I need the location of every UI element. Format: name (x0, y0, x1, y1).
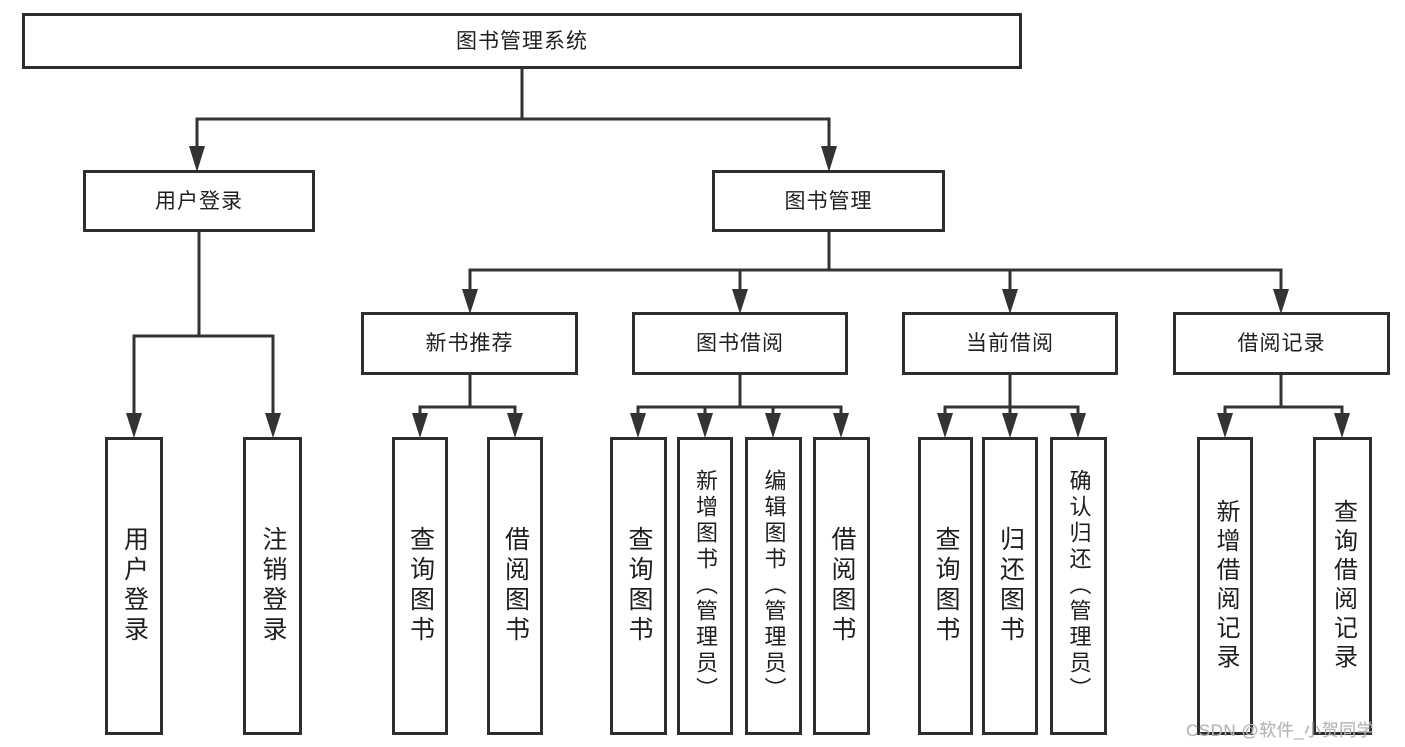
connector-book-borrowing-to-leaves (630, 372, 849, 438)
node-new-book-recommend: 新书推荐 (361, 312, 578, 375)
node-label: 新增借阅记录 (1212, 499, 1239, 673)
connector-book-management-to-level3 (462, 229, 1289, 314)
node-library-management-system: 图书管理系统 (22, 13, 1022, 69)
node-label: 借阅图书 (828, 526, 856, 646)
leaf-borrow-books-recommend: 借阅图书 (487, 437, 543, 735)
leaf-query-borrow-record: 查询借阅记录 (1313, 437, 1372, 735)
connector-borrowing-records-to-leaves (1217, 372, 1350, 438)
node-label: 查询借阅记录 (1329, 499, 1357, 673)
connector-user-login-to-leaves (126, 229, 281, 438)
node-label: 编辑图书（管理员） (761, 469, 787, 703)
node-user-login: 用户登录 (83, 170, 315, 232)
node-label: 新增图书（管理员） (693, 469, 718, 703)
leaf-confirm-return-admin: 确认归还（管理员） (1050, 437, 1107, 735)
leaf-edit-books-admin: 编辑图书（管理员） (745, 437, 802, 735)
node-label: 查询图书 (625, 526, 653, 646)
node-label: 归还图书 (996, 526, 1025, 646)
node-label: 用户登录 (155, 189, 243, 213)
leaf-logout: 注销登录 (243, 437, 302, 735)
node-book-borrowing: 图书借阅 (632, 312, 848, 375)
node-label: 图书管理系统 (456, 29, 588, 53)
node-label: 注销登录 (259, 526, 287, 646)
leaf-query-books-borrowing: 查询图书 (610, 437, 667, 735)
node-label: 借阅记录 (1237, 332, 1326, 355)
node-label: 图书借阅 (696, 332, 784, 355)
leaf-user-login: 用户登录 (105, 437, 163, 735)
csdn-watermark: CSDN @软件_小贺同学 (1186, 721, 1375, 740)
node-label: 确认归还（管理员） (1066, 469, 1092, 703)
leaf-query-books-recommend: 查询图书 (392, 437, 448, 735)
leaf-add-borrow-record: 新增借阅记录 (1197, 437, 1253, 735)
node-label: 图书管理 (784, 189, 873, 213)
connector-new-book-recommend-to-leaves (412, 372, 523, 438)
node-label: 新书推荐 (425, 332, 514, 355)
node-book-management: 图书管理 (712, 170, 945, 232)
node-label: 用户登录 (120, 526, 149, 646)
leaf-return-books: 归还图书 (982, 437, 1038, 735)
node-label: 借阅图书 (501, 526, 530, 646)
leaf-query-books-current: 查询图书 (918, 437, 973, 735)
leaf-add-books-admin: 新增图书（管理员） (677, 437, 733, 735)
node-borrowing-records: 借阅记录 (1173, 312, 1390, 375)
connector-root-to-level2 (189, 66, 837, 172)
node-label: 当前借阅 (966, 332, 1054, 355)
node-label: 查询图书 (932, 526, 960, 646)
connector-current-borrowing-to-leaves (937, 372, 1086, 438)
node-current-borrowing: 当前借阅 (902, 312, 1118, 375)
node-label: 查询图书 (406, 526, 435, 646)
leaf-borrow-books-borrowing: 借阅图书 (813, 437, 870, 735)
